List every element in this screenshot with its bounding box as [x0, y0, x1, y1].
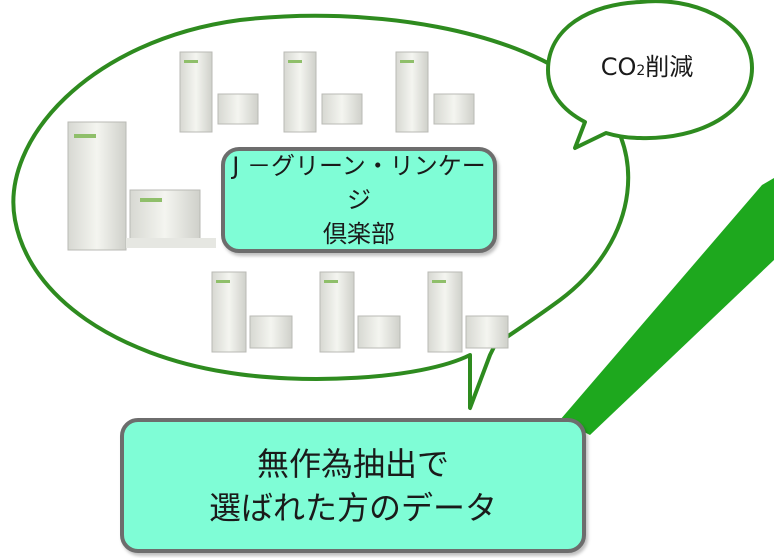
co2-speech-bubble	[546, 0, 754, 150]
unit-bottom-1	[211, 271, 293, 353]
arrow-wedge	[560, 178, 774, 435]
co2-reduction-label: CO2削減	[572, 52, 722, 86]
unit-top-3	[395, 51, 475, 133]
club-name-line2: 倶楽部	[323, 220, 395, 248]
unit-bottom-3	[427, 271, 509, 353]
selected-data-box: 無作為抽出で 選ばれた方のデータ	[120, 418, 586, 553]
unit-top-1	[179, 51, 259, 133]
co2-text-main: CO	[600, 53, 637, 81]
co2-text-subscript: 2	[636, 63, 646, 79]
unit-large	[67, 121, 216, 251]
club-name-box: J －グリーン・リンケージ 倶楽部	[221, 147, 497, 253]
unit-bottom-2	[319, 271, 401, 353]
co2-text-rest: 削減	[645, 53, 694, 81]
unit-top-2	[283, 51, 363, 133]
selected-data-line1: 無作為抽出で	[256, 444, 449, 483]
selected-data-line2: 選ばれた方のデータ	[208, 488, 497, 527]
club-name-line1: J －グリーン・リンケージ	[232, 152, 486, 214]
